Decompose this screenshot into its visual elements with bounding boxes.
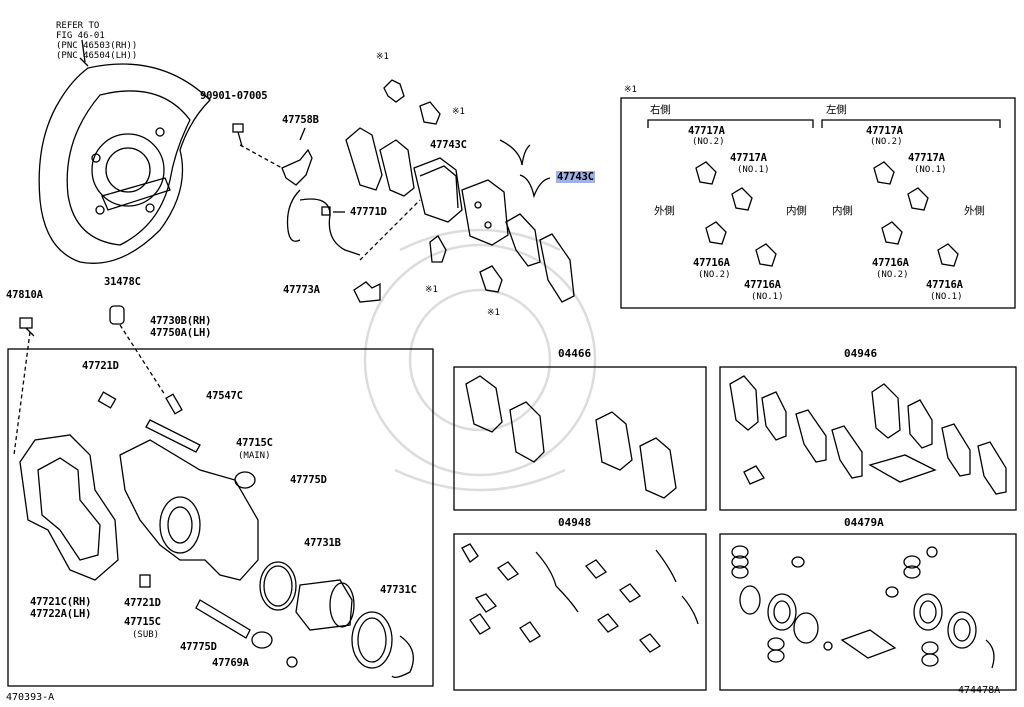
clip-lower-a [429,235,447,263]
note-lh-no1-top: (NO.1) [914,165,947,175]
detail-box-mark: ※1 [624,85,637,95]
note-lh-no2-top: (NO.2) [870,137,903,147]
label-47716a-lh-no2[interactable]: 47716A [872,257,909,269]
watermark-emblem [363,228,597,492]
clip-top [383,79,405,103]
sensor-wire [286,189,361,256]
label-47775d-a[interactable]: 47775D [290,474,327,486]
detail-clips [695,161,959,267]
label-47721c[interactable]: 47721C(RH) [30,596,92,608]
figure-number-left: 470393-A [6,692,55,703]
right-side-label: 右側 [650,104,671,116]
note-rh-no1-top: (NO.1) [737,165,770,175]
mark-star1-a: ※1 [376,52,389,62]
kit-label-04479a[interactable]: 04479A [844,516,884,529]
kit-04479a-parts [731,545,995,669]
label-47731c[interactable]: 47731C [380,584,417,596]
label-47716a-lh-no1[interactable]: 47716A [926,279,963,291]
label-47730b[interactable]: 47730B(RH) [150,315,212,327]
note-rh-no1-bottom: (NO.1) [751,292,784,302]
refer-note-line-4: (PNC 46504(LH)) [56,51,138,61]
label-47717a-lh-no1[interactable]: 47717A [908,152,945,164]
refer-note-line-3: (PNC 46503(RH)) [56,41,138,51]
label-47810a[interactable]: 47810A [6,289,43,301]
torque-plate [19,434,119,581]
caliper-body [119,439,259,581]
clip-47773a [353,281,381,303]
label-47722a[interactable]: 47722A(LH) [30,608,92,620]
mark-star1-b: ※1 [452,107,465,117]
note-lh-no2-bottom: (NO.2) [876,270,909,280]
label-47716a-rh-no1[interactable]: 47716A [744,279,781,291]
label-47769a[interactable]: 47769A [212,657,249,669]
spring-47743c-a [499,139,531,166]
note-sub: (SUB) [132,630,160,640]
piston [295,579,353,631]
kit-label-04946[interactable]: 04946 [844,347,878,360]
kit-label-04466[interactable]: 04466 [558,347,592,360]
kit-04466-pads [465,375,677,499]
label-47773a[interactable]: 47773A [283,284,320,296]
refer-note-line-2: FIG 46-01 [56,31,105,41]
outer-label-lh: 外側 [964,205,985,217]
label-47717a-lh-no2[interactable]: 47717A [866,125,903,137]
label-47715c-main[interactable]: 47715C [236,437,273,449]
label-47743c-b-text: 47743C [556,171,595,183]
label-47743c-a[interactable]: 47743C [430,139,467,151]
label-47716a-rh-no2[interactable]: 47716A [693,257,730,269]
kit-04948-parts [461,543,699,653]
outer-label-rh: 外側 [654,205,675,217]
label-47758b[interactable]: 47758B [282,114,319,126]
label-47743c-b[interactable]: 47743C [556,171,595,183]
brake-pads-exploded [345,127,575,303]
mark-star1-c: ※1 [425,285,438,295]
left-side-label: 左側 [826,104,847,116]
label-47547c[interactable]: 47547C [206,390,243,402]
refer-note-line-1: REFER TO [56,21,100,31]
boot-ring [391,635,414,678]
label-47750a[interactable]: 47750A(LH) [150,327,212,339]
kit-04946-parts [729,375,1007,495]
label-47731b[interactable]: 47731B [304,537,341,549]
label-47721d-a[interactable]: 47721D [82,360,119,372]
label-90901-07005[interactable]: 90901-07005 [200,90,268,102]
label-47721d-b[interactable]: 47721D [124,597,161,609]
inner-label-lh: 内側 [832,205,853,217]
label-31478c[interactable]: 31478C [104,276,141,288]
guide-pin-sub [195,599,251,639]
mark-star1-d: ※1 [487,308,500,318]
clip-lower-b [479,265,503,293]
note-main: (MAIN) [238,451,271,461]
label-47775d-b[interactable]: 47775D [180,641,217,653]
clip-mid [419,101,441,125]
spring-47743c-b [519,174,551,199]
label-47715c-sub[interactable]: 47715C [124,616,161,628]
note-rh-no2-bottom: (NO.2) [698,270,731,280]
guide-pin-main [145,419,201,453]
note-lh-no1-bottom: (NO.1) [930,292,963,302]
sensor-47758b [281,127,313,186]
kit-label-04948[interactable]: 04948 [558,516,592,529]
dust-shield [38,57,211,264]
piston-seal [259,561,297,611]
note-rh-no2-top: (NO.2) [692,137,725,147]
piston-boot [351,611,393,669]
bolt-90901 [232,123,244,147]
figure-number-right: 474478A [958,685,1001,696]
label-47771d[interactable]: 47771D [350,206,387,218]
label-47717a-rh-no2[interactable]: 47717A [688,125,725,137]
inner-label-rh: 内側 [786,205,807,217]
label-47717a-rh-no1[interactable]: 47717A [730,152,767,164]
